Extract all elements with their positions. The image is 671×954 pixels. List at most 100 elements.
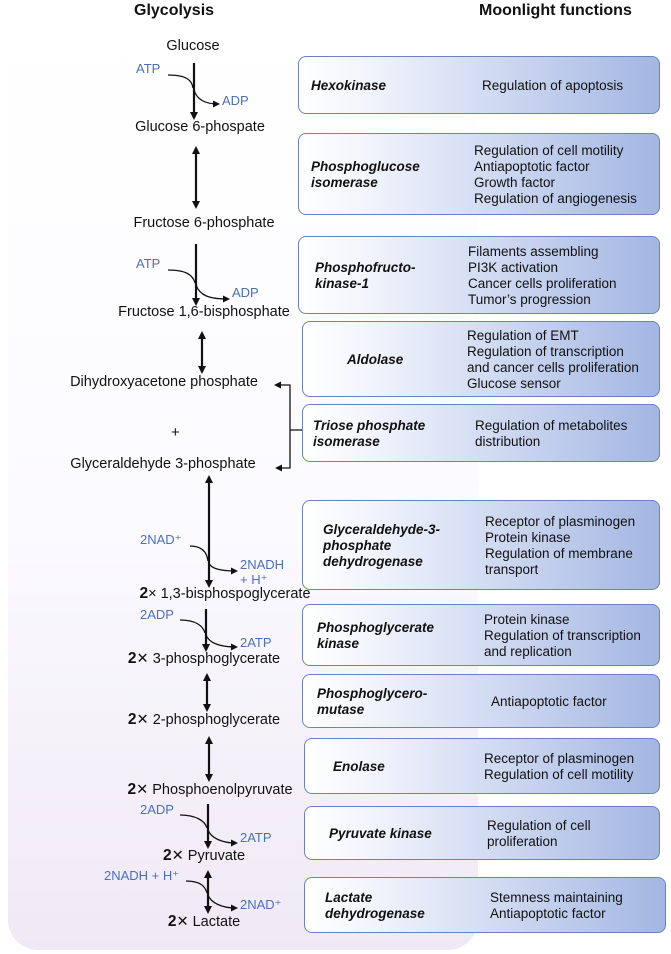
function-item: Regulation of angiogenesis	[474, 191, 637, 206]
function-item: Filaments assembling	[468, 244, 599, 259]
cofactor-label: ADP	[222, 93, 249, 108]
glycolysis-header: Glycolysis	[134, 2, 215, 19]
function-item: Regulation of EMT	[467, 328, 579, 343]
metabolite-bpg13: 2× 1,3-bisphospoglycerate	[139, 585, 311, 602]
cofactor-label: 2NADH	[240, 557, 285, 572]
metabolite-glucose: Glucose	[166, 38, 220, 54]
tpi-bracket	[274, 381, 291, 472]
function-item: Stemness maintaining	[490, 890, 623, 905]
function-item: Regulation of apoptosis	[482, 78, 624, 93]
function-item: Growth factor	[474, 175, 556, 190]
enzyme-name: Phosphofructo-kinase-1	[315, 260, 416, 291]
curve-atp-in-2	[167, 269, 196, 284]
cofactor-label: 2ATP	[240, 635, 272, 650]
function-item: Regulation of transcription	[484, 628, 641, 643]
function-item: Antiapoptotic factor	[474, 159, 590, 174]
metabolite-pyruvate: 2✕ Pyruvate	[162, 847, 246, 864]
moonlight-functions-header: Moonlight functions	[479, 2, 632, 19]
curve-nad-out	[207, 894, 238, 912]
function-item: Tumor’s progression	[468, 292, 591, 307]
curve-adp-in-1	[179, 619, 206, 634]
metabolite-pg3: 2✕ 3-phosphoglycerate	[127, 650, 281, 667]
metabolite-pep: 2✕ Phosphoenolpyruvate	[127, 781, 293, 798]
function-item: transport	[485, 562, 539, 577]
metabolite-dhap: Dihydroxyacetone phosphate	[70, 374, 258, 390]
enzyme-functions: Regulation of apoptosis	[482, 78, 623, 94]
function-item: Regulation of cell motility	[484, 767, 634, 782]
function-item: and replication	[484, 644, 572, 659]
enzyme-name: Aldolase	[347, 352, 404, 367]
function-item: Regulation of cell	[487, 818, 591, 833]
curve-nadh-in	[185, 880, 208, 894]
curve-nad-in	[189, 545, 209, 562]
enzyme-name: Pyruvate kinase	[329, 826, 432, 841]
function-item: Cancer cells proliferation	[468, 276, 617, 291]
function-item: Receptor of plasminogen	[485, 514, 636, 529]
curve-adp-out-2	[195, 284, 230, 303]
function-item: PI3K activation	[468, 260, 559, 275]
function-item: Regulation of cell motility	[474, 143, 624, 158]
function-item: Regulation of membrane	[485, 546, 633, 561]
curve-atp-out-2	[207, 829, 238, 847]
cofactor-label: ADP	[232, 285, 259, 300]
function-item: Receptor of plasminogen	[484, 751, 635, 766]
metabolite-g6p: Glucose 6-phospate	[135, 119, 265, 135]
function-item: Regulation of metabolites	[475, 418, 628, 433]
function-item: Antiapoptotic factor	[490, 906, 606, 921]
cofactor-label: 2ATP	[240, 830, 272, 845]
function-item: Regulation of transcription	[467, 344, 624, 359]
curve-atp-out-1	[205, 634, 238, 651]
enzyme-name: Phosphoglycero-mutase	[317, 686, 428, 717]
function-item: Protein kinase	[484, 612, 570, 627]
function-item: and cancer cells proliferation	[467, 360, 639, 375]
metabolite-lactate: 2✕ Lactate	[167, 913, 241, 930]
function-item: proliferation	[487, 834, 558, 849]
cofactor-label: ATP	[136, 61, 161, 76]
cofactor-label: 2NADH + H⁺	[104, 868, 180, 883]
cofactor-label: 2ADP	[140, 802, 174, 817]
enzyme-name: Enolase	[333, 759, 385, 774]
cofactor-label: 2ADP	[140, 607, 174, 622]
metabolite-g3p: Glyceraldehyde 3-phosphate	[70, 456, 256, 472]
metabolite-f16bp: Fructose 1,6-bisphosphate	[118, 304, 290, 320]
cofactor-label: ATP	[136, 256, 161, 271]
metabolite-f6p: Fructose 6-phosphate	[133, 215, 275, 231]
enzyme-box: Phosphoglycero-mutase Antiapoptotic facto…	[302, 674, 660, 728]
cofactor-label: 2NAD⁺	[240, 897, 282, 912]
function-item: Antiapoptotic factor	[491, 694, 607, 709]
function-item: distribution	[475, 434, 541, 449]
metabolite-pg2: 2✕ 2-phosphoglycerate	[127, 711, 281, 728]
cofactor-label: + H⁺	[240, 572, 268, 587]
function-item: Protein kinase	[485, 530, 571, 545]
plus-sign: +	[171, 424, 180, 441]
enzyme-functions: Antiapoptotic factor	[491, 694, 607, 710]
function-item: Glucose sensor	[467, 376, 561, 391]
curve-nadh-out	[208, 562, 238, 575]
curve-atp-in-1	[167, 74, 194, 89]
curve-adp-in-2	[179, 814, 208, 829]
curve-adp-out-1	[193, 89, 220, 108]
